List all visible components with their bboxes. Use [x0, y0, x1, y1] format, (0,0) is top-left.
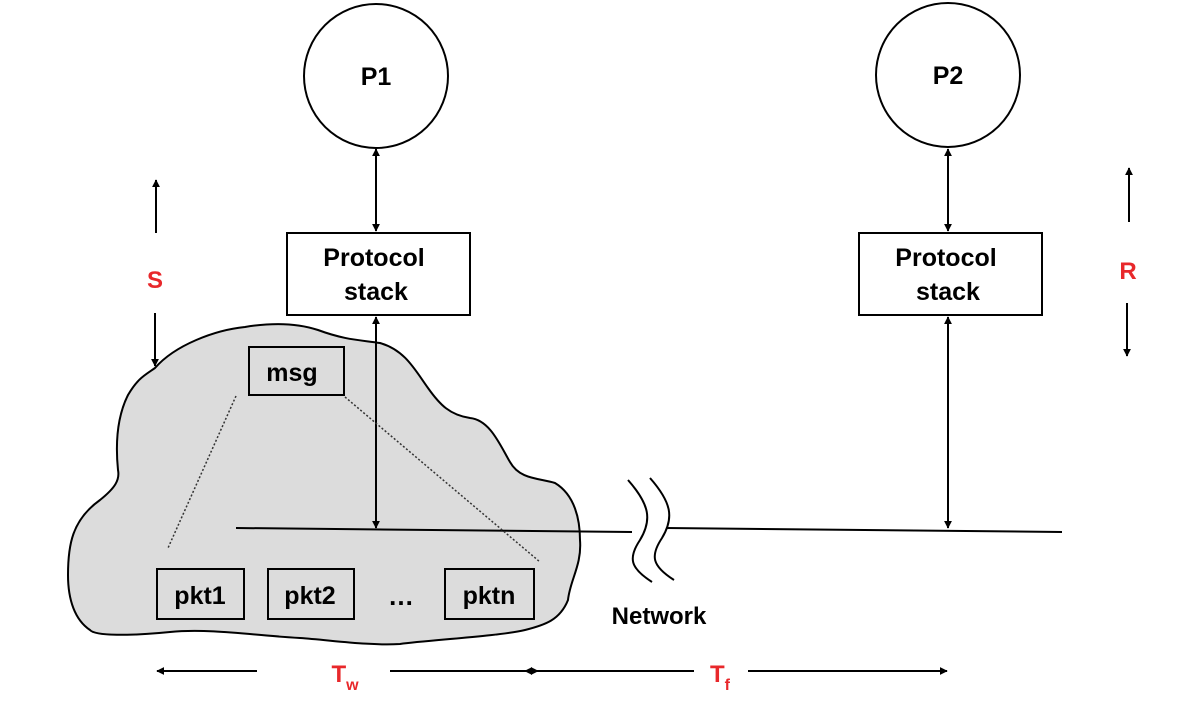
protocol-stack-left-box	[286, 232, 471, 316]
network-line-left	[235, 527, 633, 533]
process-p2-circle	[875, 2, 1021, 148]
protocol-stack-right-line1: Protocol	[895, 244, 996, 272]
packet-label-1: pkt1	[174, 582, 226, 610]
sender-buffer-cloud	[66, 323, 582, 646]
send-label: S	[147, 267, 163, 294]
network-break-symbol	[627, 477, 675, 583]
packet-label-2: pkt2	[284, 582, 335, 610]
packet-box-n	[444, 568, 535, 620]
receive-label: R	[1119, 258, 1136, 285]
protocol-stack-left-line2: stack	[344, 278, 408, 306]
fragment-line-right	[344, 396, 541, 563]
packet-label-n: pktn	[463, 582, 516, 610]
process-p1-circle	[303, 3, 449, 149]
message-box	[248, 346, 345, 396]
message-label: msg	[266, 359, 317, 387]
network-line-right	[665, 527, 1063, 533]
protocol-stack-right-line2: stack	[916, 278, 980, 306]
process-p2-label: P2	[933, 62, 964, 90]
packet-ellipsis: …	[388, 581, 414, 611]
protocol-stack-left-line1: Protocol	[323, 244, 424, 272]
process-p1-label: P1	[361, 63, 392, 91]
wait-time-label: Tw	[331, 661, 359, 694]
packet-box-2	[267, 568, 355, 620]
protocol-stack-right-box	[858, 232, 1043, 316]
packet-box-1	[156, 568, 245, 620]
network-label: Network	[612, 603, 707, 630]
flight-time-label: Tf	[710, 661, 731, 694]
